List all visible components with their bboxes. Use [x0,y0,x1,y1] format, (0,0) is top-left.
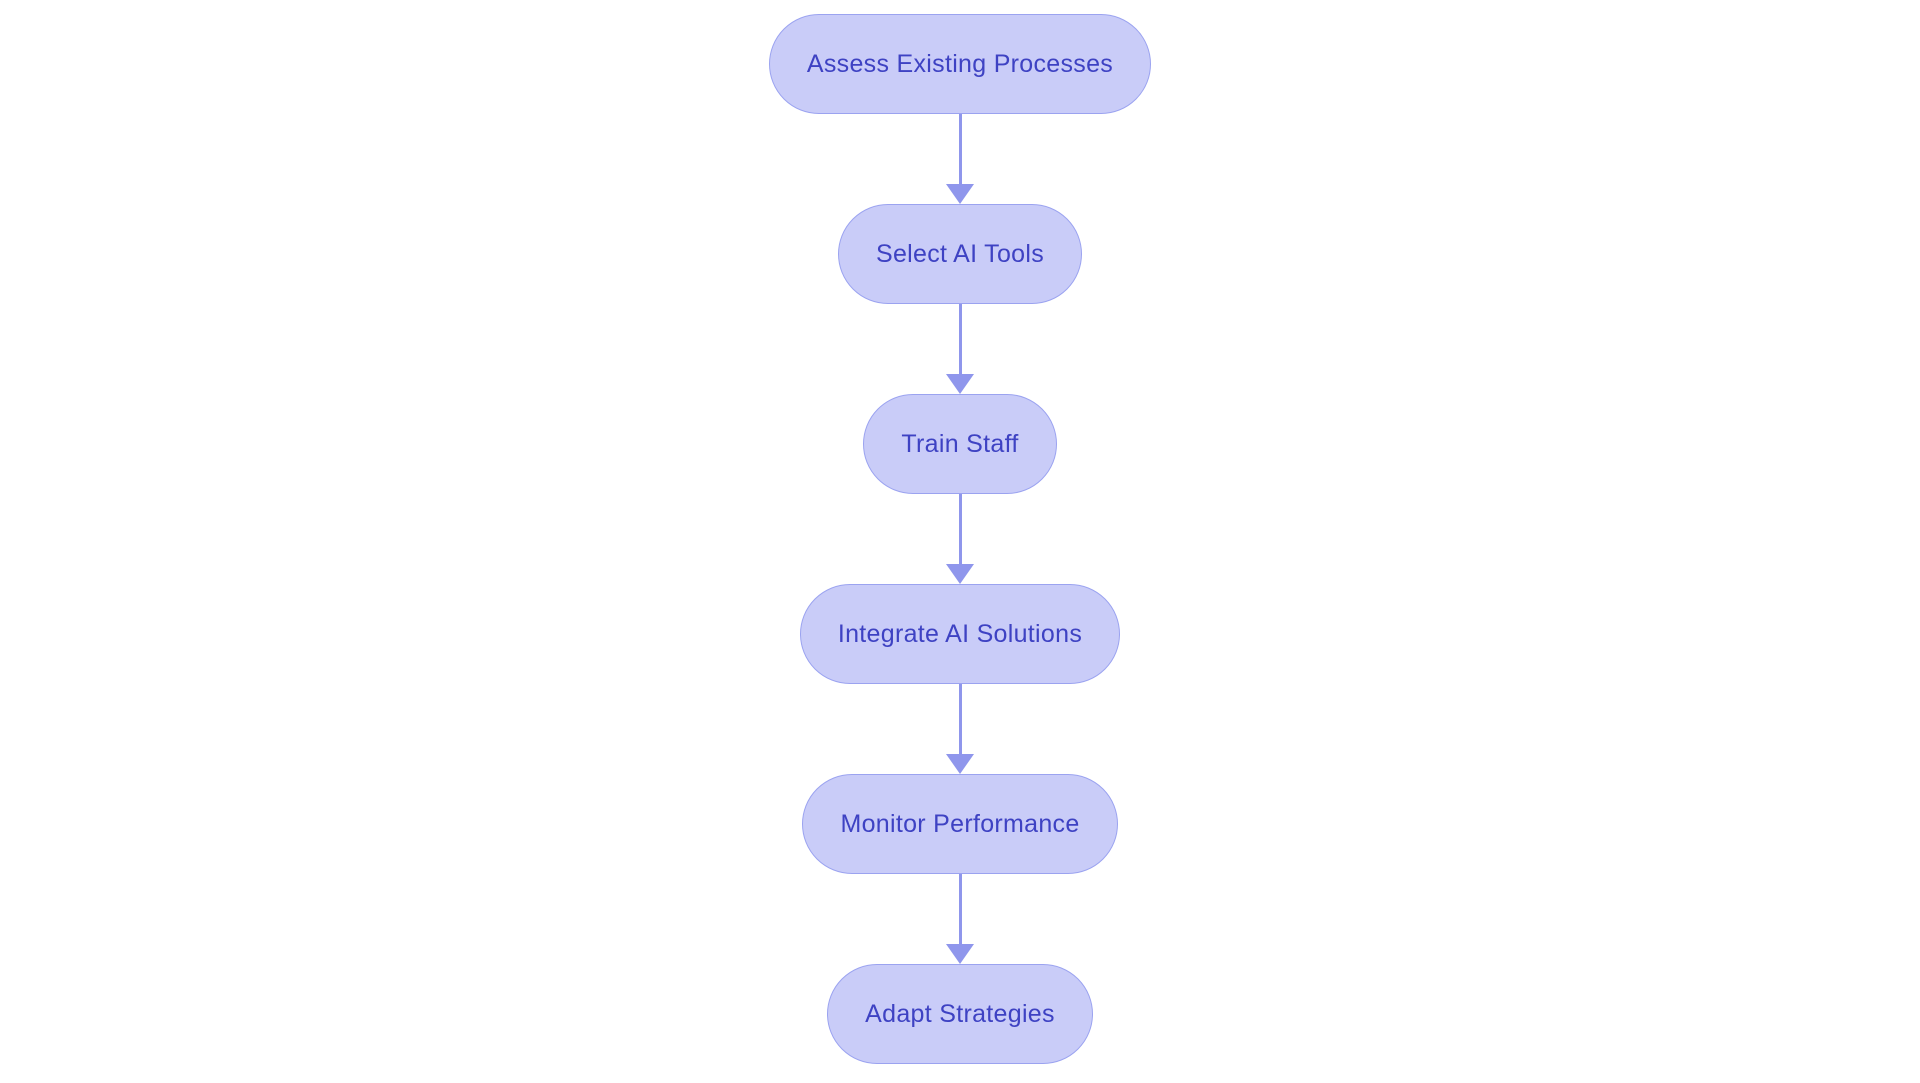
flow-node-monitor-performance: Monitor Performance [802,774,1118,874]
arrowhead-down-icon [946,374,974,394]
node-label: Train Staff [901,429,1019,458]
flow-node-train-staff: Train Staff [863,394,1057,494]
flow-node-integrate-ai-solutions: Integrate AI Solutions [799,584,1121,684]
node-label: Monitor Performance [840,809,1080,838]
flowchart-column: Assess Existing Processes Select AI Tool… [0,14,1920,1064]
flow-node-adapt-strategies: Adapt Strategies [827,964,1093,1064]
node-label: Adapt Strategies [865,999,1055,1028]
node-label: Integrate AI Solutions [837,619,1083,648]
arrow-line [958,684,962,755]
arrowhead-down-icon [946,184,974,204]
arrowhead-down-icon [946,944,974,964]
node-label: Assess Existing Processes [806,49,1114,78]
flow-arrow-select-to-train [946,304,974,394]
flow-arrow-assess-to-select [946,114,974,204]
flow-node-select-ai-tools: Select AI Tools [837,204,1083,304]
arrow-line [958,114,962,185]
arrow-line [958,494,962,565]
arrow-line [958,874,962,945]
flow-arrow-integrate-to-monitor [946,684,974,774]
flow-arrow-monitor-to-adapt [946,874,974,964]
flow-node-assess-existing-processes: Assess Existing Processes [768,14,1152,114]
arrowhead-down-icon [946,564,974,584]
arrowhead-down-icon [946,754,974,774]
node-label: Select AI Tools [875,239,1045,268]
flow-arrow-train-to-integrate [946,494,974,584]
arrow-line [958,304,962,375]
